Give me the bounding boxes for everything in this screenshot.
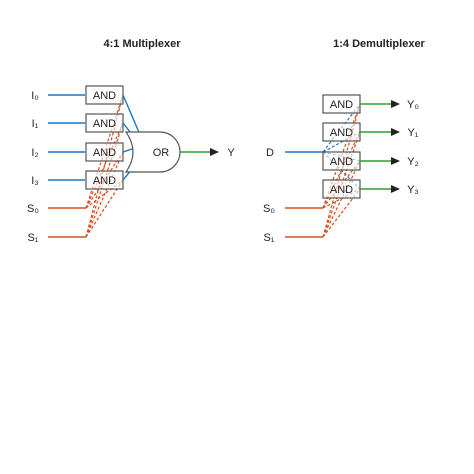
- mux-and-gate-1: AND: [85, 113, 124, 133]
- mux-and-label: AND: [93, 118, 116, 130]
- mux-input-label-2: I₂: [31, 147, 38, 159]
- mux-input-label-1: I₁: [32, 118, 39, 130]
- demux-and-gate-3: AND: [322, 179, 361, 199]
- mux-and-label: AND: [93, 90, 116, 102]
- demux-and-gate-0: AND: [322, 94, 361, 114]
- mux-title: 4:1 Multiplexer: [103, 38, 181, 50]
- demux-output-arrows: [391, 100, 400, 193]
- demux-output-label-2: Y₂: [407, 156, 419, 168]
- demux-select-label-1: S₁: [263, 232, 274, 244]
- demux-and-label: AND: [330, 184, 353, 196]
- mux-select-label-0: S₀: [27, 203, 39, 215]
- demux-output-label-3: Y₃: [407, 184, 419, 196]
- mux-and-label: AND: [93, 147, 116, 159]
- demux-input-label: D: [266, 147, 274, 159]
- demultiplexer: 1:4 Demultiplexer D S₀ S₁: [263, 38, 426, 244]
- demux-and-label: AND: [330, 127, 353, 139]
- mux-output-label: Y: [227, 147, 235, 159]
- mux-and-gate-3: AND: [85, 170, 124, 190]
- mux-and-gate-2: AND: [85, 142, 124, 162]
- mux-or-gate: OR: [124, 131, 181, 173]
- demux-output-label-0: Y₀: [407, 99, 419, 111]
- multiplexer: 4:1 Multiplexer I₀ I₁ I₂ I₃ S₀ S₁: [27, 38, 235, 244]
- demux-and-label: AND: [330, 99, 353, 111]
- mux-and-label: AND: [93, 175, 116, 187]
- mux-or-label: OR: [153, 147, 170, 159]
- demux-and-gate-2: AND: [322, 151, 361, 171]
- demux-and-label: AND: [330, 156, 353, 168]
- demux-title: 1:4 Demultiplexer: [333, 38, 425, 50]
- demux-output-wires: [360, 103, 393, 190]
- mux-input-label-0: I₀: [31, 90, 39, 102]
- mux-input-label-3: I₃: [31, 175, 39, 187]
- mux-output-arrow: [210, 148, 219, 156]
- mux-and-gate-0: AND: [85, 85, 124, 105]
- mux-select-label-1: S₁: [27, 232, 38, 244]
- demux-output-label-1: Y₁: [407, 127, 418, 139]
- demux-select-label-0: S₀: [263, 203, 275, 215]
- demux-and-gate-1: AND: [322, 122, 361, 142]
